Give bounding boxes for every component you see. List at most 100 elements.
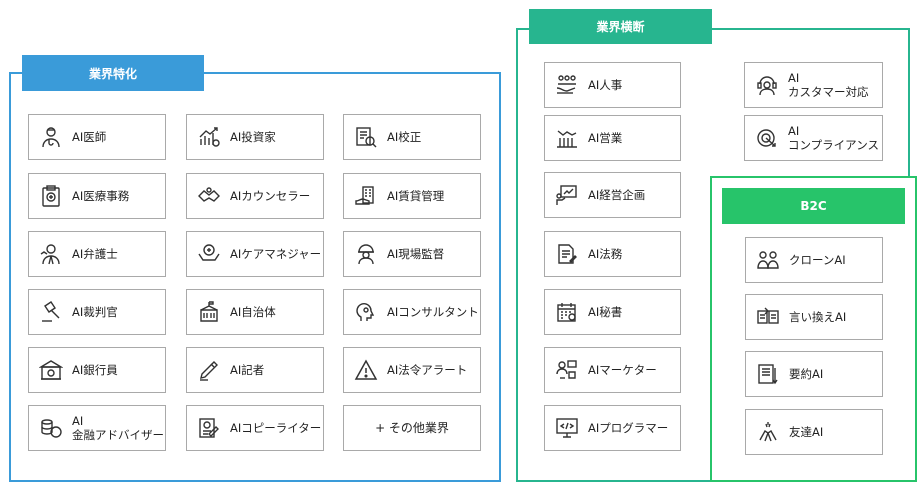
- card-label: AI医療事務: [72, 189, 130, 203]
- care-hands-icon: [197, 242, 221, 266]
- card-ai-legal[interactable]: AI法務: [544, 231, 681, 277]
- card-label: AIマーケター: [588, 363, 657, 377]
- paraphrase-icon: [756, 305, 780, 329]
- card-ai-financial-advisor[interactable]: AI 金融アドバイザー: [28, 405, 166, 451]
- card-ai-legal-alert[interactable]: AI法令アラート: [343, 347, 481, 393]
- card-label: AI法務: [588, 247, 623, 261]
- sales-chart-icon: [555, 126, 579, 150]
- b2c-section-title: B2C: [722, 188, 905, 224]
- marketing-icon: [555, 358, 579, 382]
- card-label: AI法令アラート: [387, 363, 468, 377]
- card-label-line1: AI: [72, 414, 84, 428]
- card-ai-secretary[interactable]: AI秘書: [544, 289, 681, 335]
- counselor-handshake-icon: [197, 184, 221, 208]
- card-label: AI自治体: [230, 305, 276, 319]
- card-ai-lawyer[interactable]: AI弁護士: [28, 231, 166, 277]
- card-ai-compliance[interactable]: AI コンプライアンス: [744, 115, 883, 161]
- card-label: AIプログラマー: [588, 421, 669, 435]
- card-label-line2: カスタマー対応: [788, 85, 869, 99]
- reporter-pen-icon: [197, 358, 221, 382]
- card-ai-proofreading[interactable]: AI校正: [343, 114, 481, 160]
- card-ai-site-supervisor[interactable]: AI現場監督: [343, 231, 481, 277]
- card-label: 要約AI: [789, 367, 824, 381]
- coins-icon: [39, 416, 63, 440]
- compliance-target-icon: [755, 126, 779, 150]
- high-five-icon: [756, 420, 780, 444]
- card-ai-rental-management[interactable]: AI賃貸管理: [343, 173, 481, 219]
- card-other-industries[interactable]: + その他業界: [343, 405, 481, 451]
- card-label: AIコピーライター: [230, 421, 322, 435]
- card-ai-programmer[interactable]: AIプログラマー: [544, 405, 681, 451]
- card-label: 言い換えAI: [789, 310, 847, 324]
- legal-document-icon: [555, 242, 579, 266]
- card-label: AI投資家: [230, 130, 276, 144]
- proofread-document-icon: [354, 125, 378, 149]
- city-hall-icon: [197, 300, 221, 324]
- card-paraphrase-ai[interactable]: 言い換えAI: [745, 294, 883, 340]
- card-label: AI カスタマー対応: [788, 71, 869, 99]
- card-ai-care-manager[interactable]: AIケアマネジャー: [186, 231, 324, 277]
- card-label: AI裁判官: [72, 305, 118, 319]
- card-summary-ai[interactable]: 要約AI: [745, 351, 883, 397]
- site-supervisor-icon: [354, 242, 378, 266]
- card-label-line1: AI: [788, 71, 800, 85]
- card-label: AI営業: [588, 131, 623, 145]
- card-ai-reporter[interactable]: AI記者: [186, 347, 324, 393]
- summary-icon: [756, 362, 780, 386]
- card-label: AI弁護士: [72, 247, 118, 261]
- bank-icon: [39, 358, 63, 382]
- card-label-line2: 金融アドバイザー: [72, 428, 164, 442]
- investment-chart-icon: [197, 125, 221, 149]
- medical-clipboard-icon: [39, 184, 63, 208]
- card-ai-sales[interactable]: AI営業: [544, 115, 681, 161]
- building-management-icon: [354, 184, 378, 208]
- industry-section-frame: [9, 72, 501, 482]
- hr-people-icon: [555, 73, 579, 97]
- lawyer-icon: [39, 242, 63, 266]
- card-label: AI記者: [230, 363, 265, 377]
- card-ai-banker[interactable]: AI銀行員: [28, 347, 166, 393]
- gavel-icon: [39, 300, 63, 324]
- card-label: AI人事: [588, 78, 623, 92]
- card-label: AI秘書: [588, 305, 623, 319]
- presentation-icon: [555, 183, 579, 207]
- card-label: AI コンプライアンス: [788, 124, 879, 152]
- card-label: AI医師: [72, 130, 107, 144]
- cross-section-title: 業界横断: [529, 9, 712, 44]
- card-ai-hr[interactable]: AI人事: [544, 62, 681, 108]
- card-clone-ai[interactable]: クローンAI: [745, 237, 883, 283]
- clone-people-icon: [756, 248, 780, 272]
- card-ai-medical-office[interactable]: AI医療事務: [28, 173, 166, 219]
- card-friend-ai[interactable]: 友達AI: [745, 409, 883, 455]
- card-label: AIカウンセラー: [230, 189, 311, 203]
- card-ai-municipality[interactable]: AI自治体: [186, 289, 324, 335]
- card-ai-management-planning[interactable]: AI経営企画: [544, 172, 681, 218]
- card-label: AI賃貸管理: [387, 189, 445, 203]
- code-monitor-icon: [555, 416, 579, 440]
- card-ai-doctor[interactable]: AI医師: [28, 114, 166, 160]
- card-label: AI 金融アドバイザー: [72, 414, 164, 442]
- consultant-head-icon: [354, 300, 378, 324]
- copywriter-icon: [197, 416, 221, 440]
- card-label: AI現場監督: [387, 247, 445, 261]
- card-label: AI経営企画: [588, 188, 646, 202]
- card-ai-investor[interactable]: AI投資家: [186, 114, 324, 160]
- headset-icon: [755, 73, 779, 97]
- card-label: 友達AI: [789, 425, 824, 439]
- card-ai-copywriter[interactable]: AIコピーライター: [186, 405, 324, 451]
- calendar-icon: [555, 300, 579, 324]
- card-label-line2: コンプライアンス: [788, 138, 879, 152]
- doctor-icon: [39, 125, 63, 149]
- card-label: AI校正: [387, 130, 422, 144]
- card-label: AIケアマネジャー: [230, 247, 322, 261]
- card-ai-judge[interactable]: AI裁判官: [28, 289, 166, 335]
- card-ai-customer-support[interactable]: AI カスタマー対応: [744, 62, 883, 108]
- warning-icon: [354, 358, 378, 382]
- card-label-line1: AI: [788, 124, 800, 138]
- card-ai-consultant[interactable]: AIコンサルタント: [343, 289, 481, 335]
- card-ai-marketer[interactable]: AIマーケター: [544, 347, 681, 393]
- card-label: + その他業界: [375, 421, 449, 435]
- card-label: AI銀行員: [72, 363, 118, 377]
- card-label: クローンAI: [789, 253, 846, 267]
- card-ai-counselor[interactable]: AIカウンセラー: [186, 173, 324, 219]
